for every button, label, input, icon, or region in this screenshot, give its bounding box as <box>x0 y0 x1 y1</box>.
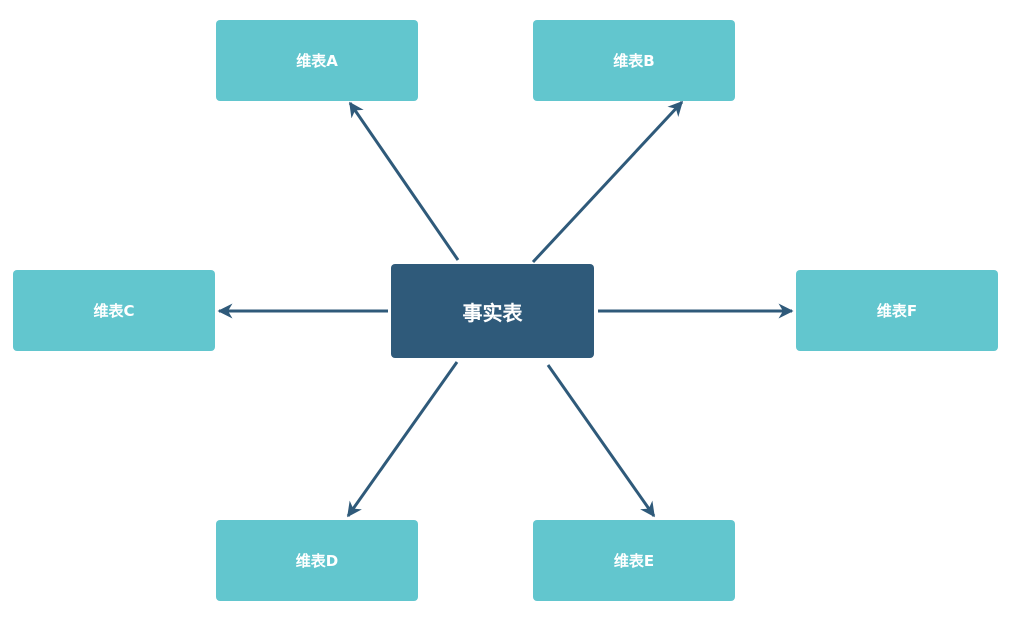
fact-table-label: 事实表 <box>462 300 523 325</box>
dimension-table-c: 维表C <box>13 270 215 351</box>
arrow-to-dim-d <box>346 361 459 518</box>
dimension-table-c-label: 维表C <box>93 302 135 320</box>
dimension-table-e: 维表E <box>533 520 735 601</box>
dimension-table-d-label: 维表D <box>295 552 339 570</box>
dimension-table-b: 维表B <box>533 20 735 101</box>
dimension-table-b-label: 维表B <box>613 52 655 70</box>
arrow-to-dim-a <box>348 101 460 261</box>
arrow-to-dim-b <box>531 100 684 264</box>
arrow-to-dim-e <box>546 364 656 518</box>
dimension-table-a-label: 维表A <box>296 52 338 70</box>
dimension-table-f: 维表F <box>796 270 998 351</box>
dimension-table-e-label: 维表E <box>613 552 655 570</box>
dimension-table-f-label: 维表F <box>876 302 918 320</box>
dimension-table-a: 维表A <box>216 20 418 101</box>
fact-table: 事实表 <box>391 264 594 358</box>
dimension-table-d: 维表D <box>216 520 418 601</box>
